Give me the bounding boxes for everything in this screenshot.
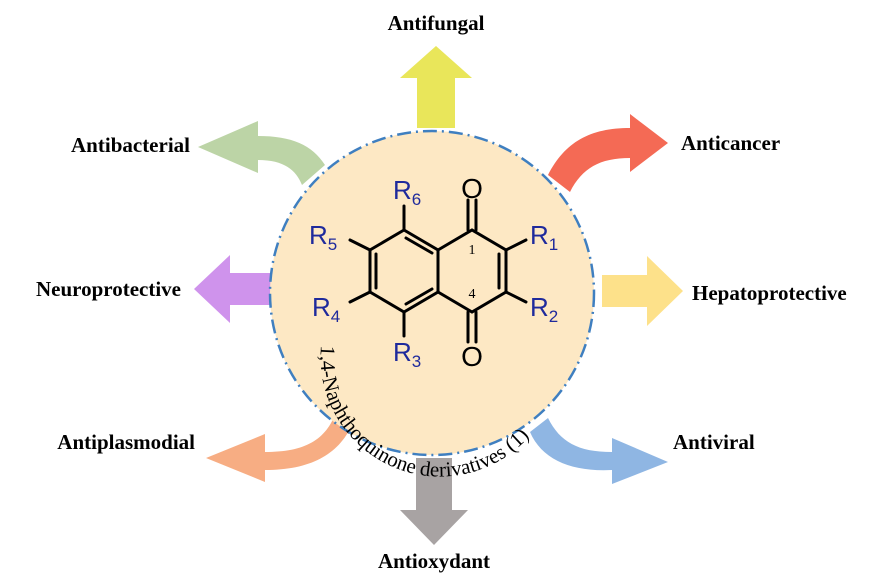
label-antiplasmodial: Antiplasmodial — [57, 430, 195, 454]
position-1: 1 — [469, 243, 476, 258]
label-antibacterial: Antibacterial — [71, 133, 190, 157]
r4-label: R4 — [312, 292, 340, 326]
r2-label: R2 — [530, 292, 558, 326]
label-anticancer: Anticancer — [681, 131, 780, 155]
r3-label: R3 — [393, 337, 421, 371]
label-neuroprotective: Neuroprotective — [36, 277, 181, 301]
antibacterial-arrow — [198, 121, 325, 185]
label-antiviral: Antiviral — [673, 430, 755, 454]
r5-label: R5 — [309, 220, 337, 254]
antioxydant-arrow — [400, 458, 468, 545]
position-4: 4 — [469, 287, 476, 302]
antifungal-arrow — [400, 46, 472, 128]
label-antifungal: Antifungal — [388, 11, 485, 35]
label-hepatoprotective: Hepatoprotective — [692, 281, 847, 305]
r6-label: R6 — [393, 175, 421, 209]
neuroprotective-arrow — [194, 255, 272, 323]
anticancer-arrow — [548, 114, 668, 192]
naphthoquinone-structure: O O 1 4 R6 R5 R4 R3 R1 R2 — [309, 173, 558, 372]
r1-label: R1 — [530, 220, 558, 254]
oxygen-bottom: O — [461, 341, 483, 372]
hepatoprotective-arrow — [602, 256, 683, 326]
antiplasmodial-arrow — [206, 412, 352, 482]
antiviral-arrow — [530, 418, 668, 484]
label-antioxydant: Antioxydant — [378, 549, 490, 573]
oxygen-top: O — [461, 173, 483, 204]
center-circle — [268, 129, 596, 457]
